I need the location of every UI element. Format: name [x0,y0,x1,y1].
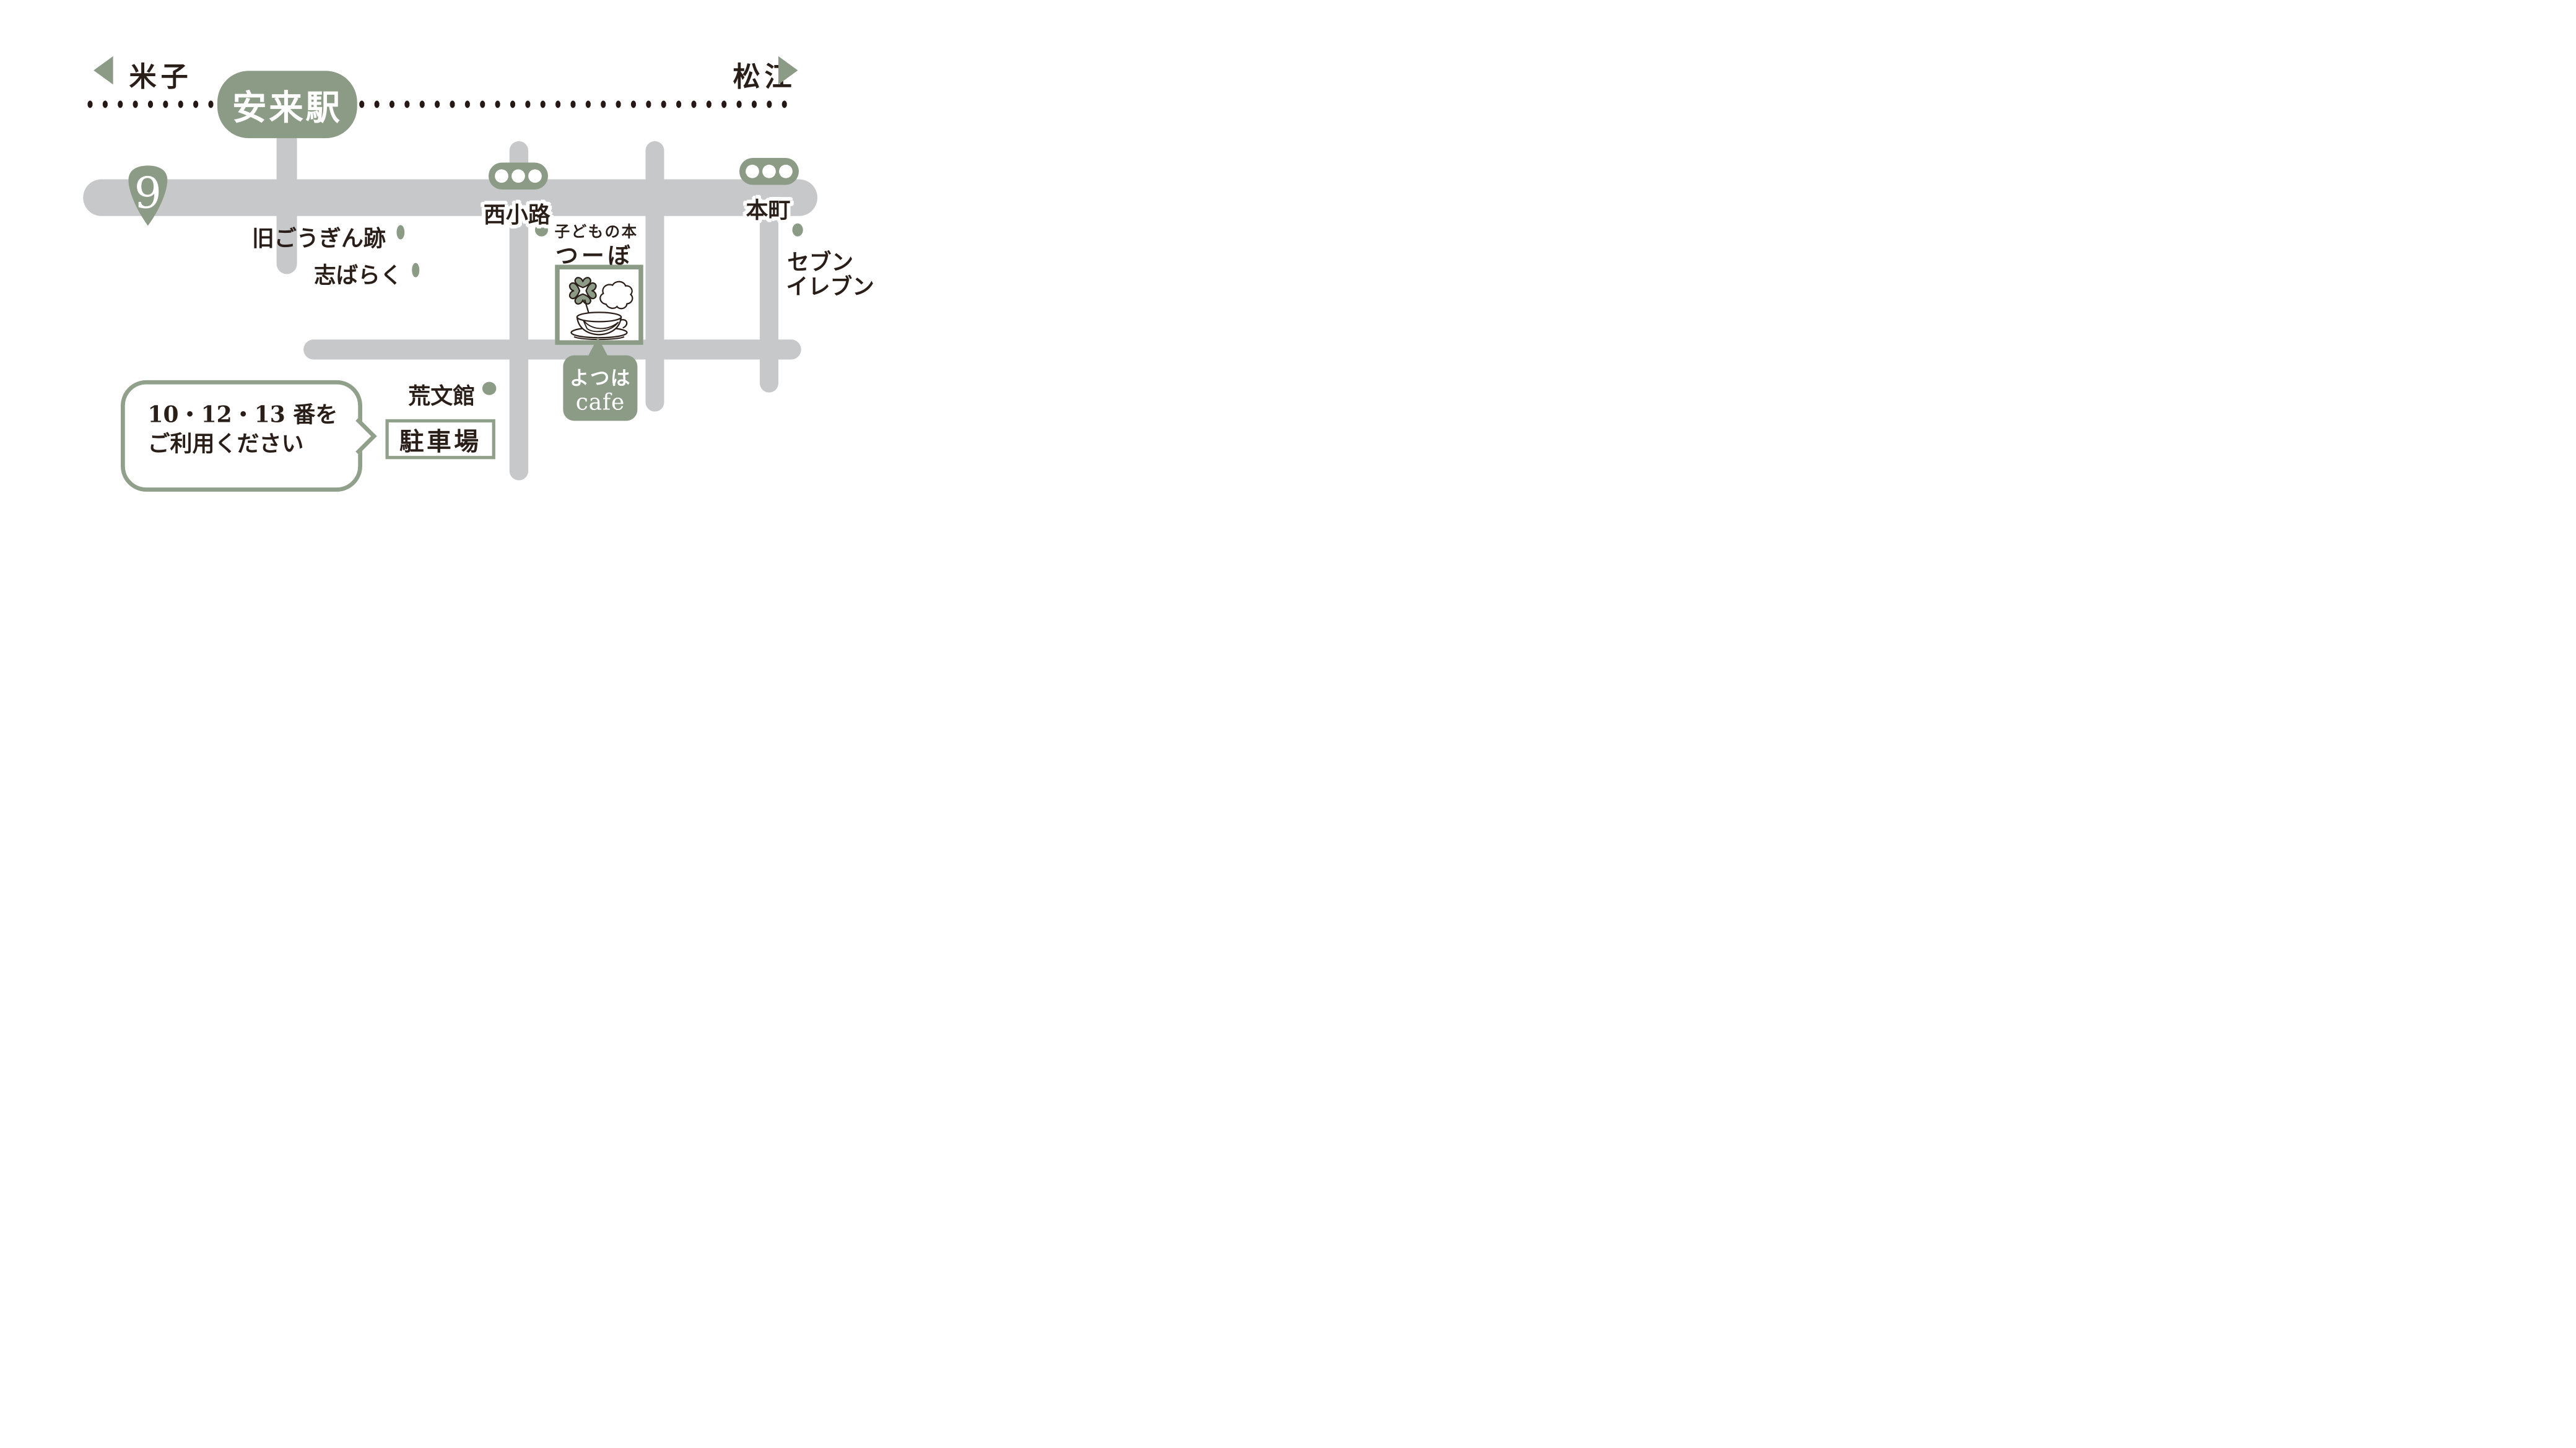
signal-lens-icon [511,169,525,183]
landmark-seven-eleven-dot [792,223,803,237]
route-9-shield: 9 [128,165,168,226]
traffic-light-icon-honmachi [739,158,799,185]
destination-left-label: 米子 [129,60,193,93]
signal-lens-icon [779,164,793,178]
railway-dotted-line [86,100,793,108]
right-arrow-icon [778,56,798,85]
main-road [83,179,817,216]
lower-road [303,339,801,360]
station-street [276,129,297,274]
landmark-seven-eleven-line2: イレブン [786,274,874,300]
landmark-tsuubo-label: つーぼ [555,242,634,269]
landmark-tsuubo-dot [535,223,548,237]
intersection-label-honmachi: 本町 [746,196,791,223]
middle-street [645,141,664,412]
cafe-label-pointer [587,337,609,357]
map-stage: 米子 松江 安来駅 9 西小路 本町 旧ごうぎん跡 志ばらく 子どもの本 つーぼ… [0,0,966,543]
signal-lens-icon [495,169,508,183]
cafe-illustration-box [555,264,643,345]
intersection-label-nishikoji: 西小路 [483,201,550,228]
landmark-tsuubo-small-label: 子どもの本 [554,222,638,241]
parking-box: 駐車場 [385,419,495,460]
station-name: 安来駅 [232,87,342,128]
nishikoji-street [509,141,529,481]
left-arrow-icon [94,56,113,85]
parking-note-line2: ご利用ください [147,430,304,457]
parking-label: 駐車場 [399,426,482,456]
landmark-gougin-dot [396,225,405,240]
cafe-name-line2: cafe [575,389,625,416]
signal-lens-icon [746,164,759,178]
landmark-shibaraku-label: 志ばらく [314,262,402,288]
landmark-koubunkan-dot [482,382,497,395]
route-number: 9 [134,169,162,219]
landmark-koubunkan-label: 荒文館 [408,382,476,409]
parking-note-line1: 10・12・13 番を [147,401,338,427]
traffic-light-icon-nishikoji [489,162,548,190]
access-map: 米子 松江 安来駅 9 西小路 本町 旧ごうぎん跡 志ばらく 子どもの本 つーぼ… [0,0,966,543]
signal-lens-icon [762,164,776,178]
clover-coffee-cup-icon [568,277,633,341]
cafe-name-line1: よつは [569,366,631,390]
honmachi-street [760,183,778,393]
station-badge: 安来駅 [217,71,357,139]
cafe-label: よつは cafe [563,355,638,421]
landmark-seven-eleven-line1: セブン [787,249,854,275]
landmark-gougin-label: 旧ごうぎん跡 [251,225,386,251]
signal-lens-icon [528,169,542,183]
landmark-shibaraku-dot [412,263,420,277]
